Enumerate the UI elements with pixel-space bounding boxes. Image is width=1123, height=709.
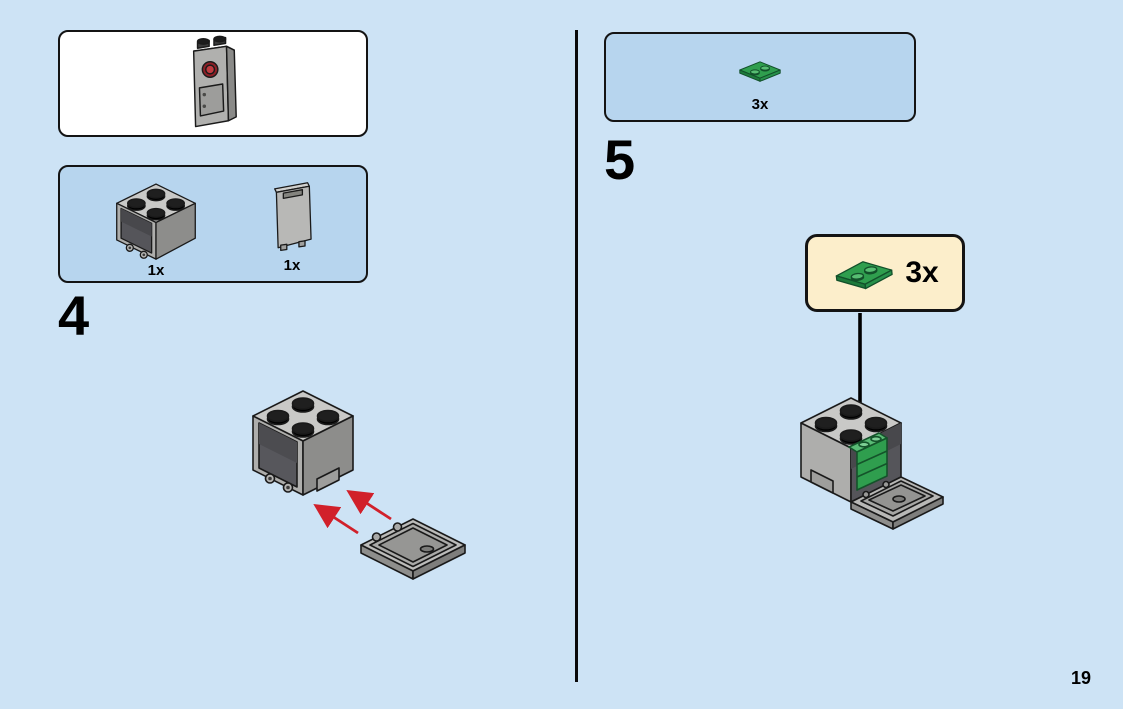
step4-parts-box: 1x 1x [58, 165, 368, 283]
assembly-preview-box [58, 30, 368, 137]
column-divider [575, 30, 578, 682]
part-count: 1x [283, 257, 301, 274]
quantity-callout: 3x [805, 234, 965, 312]
door-panel-icon [266, 175, 318, 258]
step4-assembly-diagram [243, 383, 475, 601]
container-brick-icon [108, 175, 204, 263]
part-count: 1x [147, 262, 165, 279]
page-number: 19 [1070, 668, 1091, 688]
part-green-plate: 3x [736, 42, 784, 114]
part-container-brick: 1x [108, 175, 204, 278]
safe-assembly-icon [184, 34, 242, 134]
step5-parts-box: 3x [604, 32, 916, 122]
callout-count: 3x [905, 256, 939, 289]
step5-assembly-diagram [793, 390, 968, 580]
green-plate-icon [830, 253, 899, 294]
step4-number: 4 [58, 284, 89, 347]
part-door-panel: 1x [266, 175, 318, 275]
green-plate-icon [736, 42, 784, 97]
part-count: 3x [751, 96, 769, 113]
step5-number: 5 [604, 128, 635, 191]
